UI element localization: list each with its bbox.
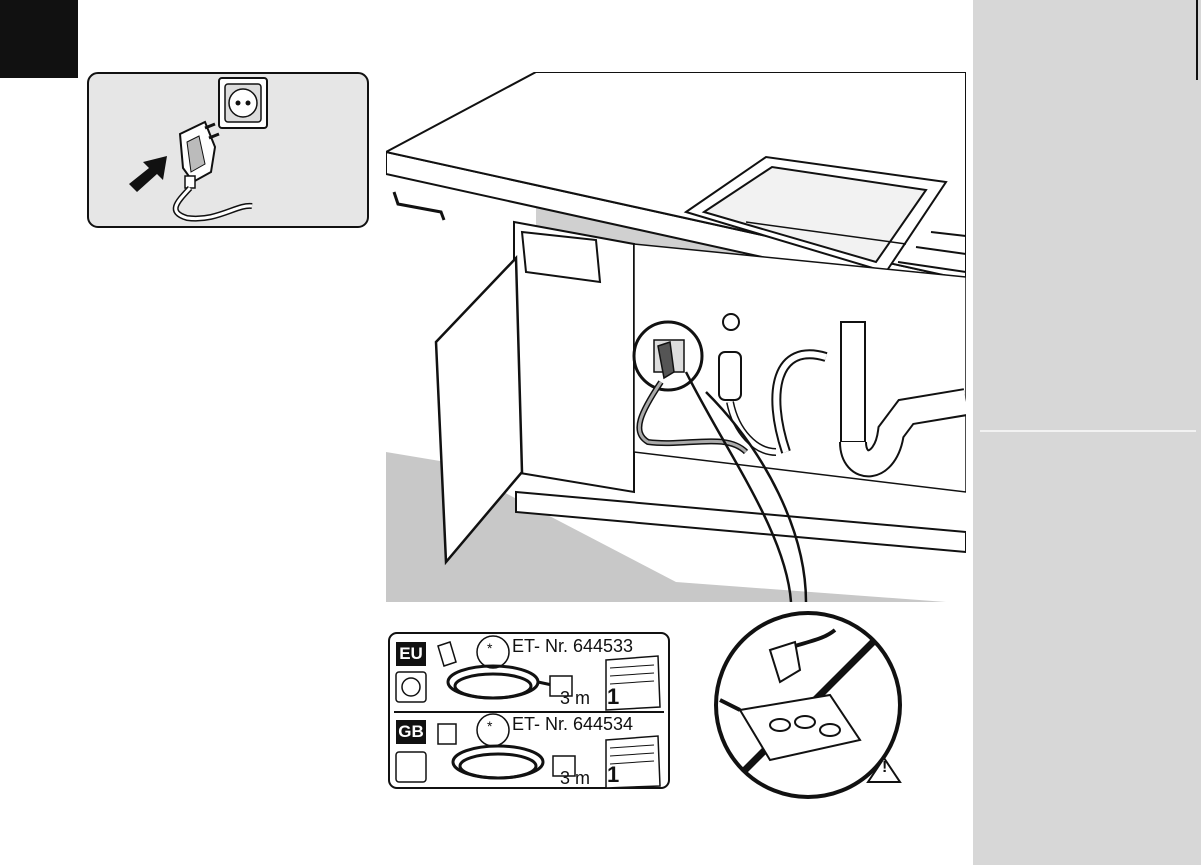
- uk-socket-icon: [396, 752, 426, 782]
- region-badge-eu: EU: [396, 642, 426, 666]
- plug-in-illustration: [87, 72, 369, 228]
- replacement-cable-box: EU GB * * ET- Nr. 644533 ET- Nr. 644534 …: [388, 632, 670, 789]
- warning-symbol: !: [882, 759, 887, 777]
- region-badge-gb: GB: [396, 720, 426, 744]
- sidebar-strip: [973, 0, 1201, 865]
- edge-marker: [1196, 0, 1198, 80]
- page-ref-gb: 1: [607, 762, 619, 788]
- uk-plug-icon: [438, 724, 456, 744]
- sidebar-divider: [980, 430, 1196, 432]
- part-number-eu: ET- Nr. 644533: [512, 636, 633, 657]
- schuko-socket-icon: [219, 78, 267, 128]
- drawer-handle: [394, 192, 444, 220]
- chapter-tab: [0, 0, 78, 78]
- wall-socket-under-sink: [634, 322, 702, 390]
- schuko-socket-icon: [396, 672, 426, 702]
- kitchen-installation-scene: [386, 72, 966, 602]
- page-ref-eu: 1: [607, 684, 619, 710]
- asterisk-mark-eu: *: [487, 640, 492, 656]
- cable-length-gb: 3 m: [560, 768, 590, 789]
- asterisk-mark-gb: *: [487, 718, 492, 734]
- no-power-strip-warning: [700, 600, 970, 810]
- part-number-gb: ET- Nr. 644534: [512, 714, 633, 735]
- cable-length-eu: 3 m: [560, 688, 590, 709]
